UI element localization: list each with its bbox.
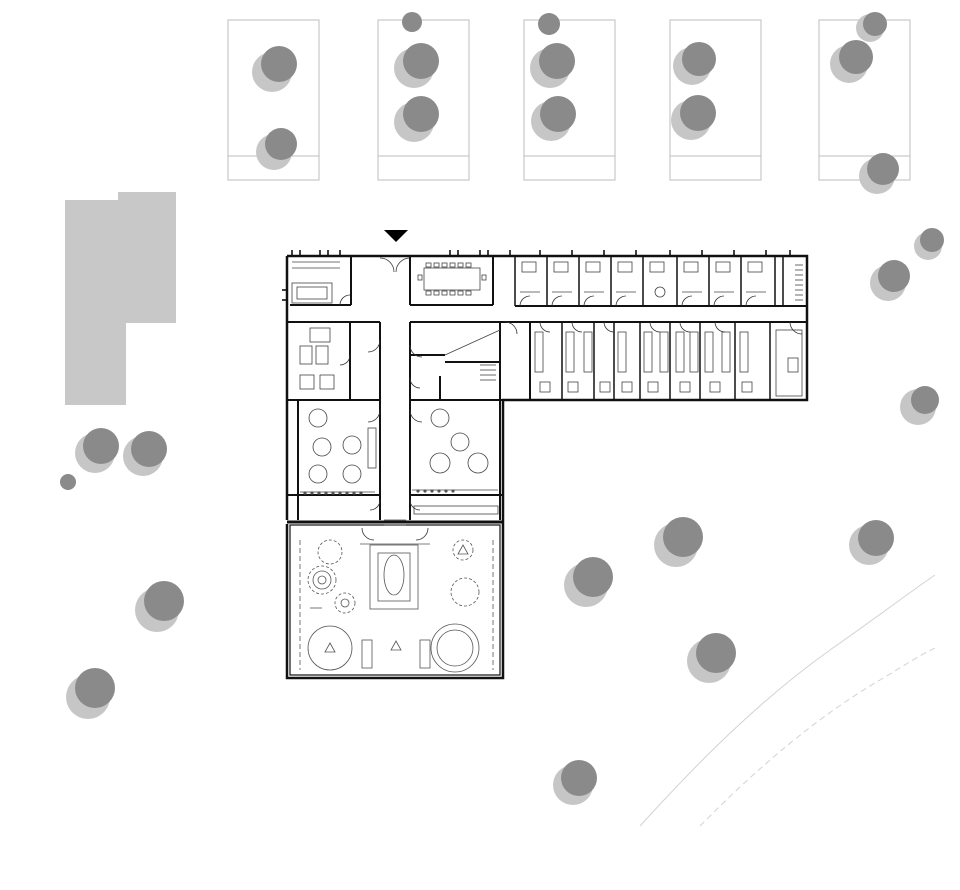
meeting-table <box>423 267 481 291</box>
main-hall <box>299 539 494 673</box>
furniture <box>291 261 803 526</box>
tree <box>252 46 297 92</box>
tree <box>673 42 716 85</box>
tree <box>914 228 944 260</box>
tree <box>402 12 422 32</box>
south-room-row <box>561 322 771 400</box>
entrance-arrow <box>384 230 408 242</box>
tree <box>900 386 939 425</box>
building <box>282 250 809 680</box>
parking-bay <box>227 19 320 181</box>
tree <box>687 633 736 683</box>
tree <box>66 668 115 719</box>
tree <box>135 581 184 632</box>
tree <box>60 474 76 490</box>
footpath <box>639 574 936 827</box>
tree <box>530 43 575 88</box>
group-room-east <box>412 408 499 515</box>
tree <box>856 12 887 42</box>
tree <box>849 520 894 565</box>
interior-walls <box>287 256 807 524</box>
tree <box>394 43 439 88</box>
parking-bay <box>669 19 762 181</box>
trees <box>60 12 944 805</box>
north-office-row <box>514 256 784 306</box>
doors <box>339 257 803 541</box>
parking-bay <box>377 19 470 181</box>
tree <box>123 431 167 476</box>
tree <box>870 260 910 301</box>
windows <box>282 250 791 301</box>
tree <box>538 13 560 35</box>
tree <box>859 153 899 194</box>
tree <box>531 96 576 141</box>
neighbor-building <box>65 192 176 405</box>
parking-bay <box>523 19 616 181</box>
tree <box>564 557 613 607</box>
tree <box>394 96 439 142</box>
tree <box>654 517 703 567</box>
tree <box>830 40 873 83</box>
small-chairs <box>303 489 455 495</box>
tree <box>671 95 716 140</box>
tree <box>75 428 119 473</box>
tree <box>553 760 597 805</box>
tree <box>256 128 297 170</box>
chairs <box>417 262 487 296</box>
